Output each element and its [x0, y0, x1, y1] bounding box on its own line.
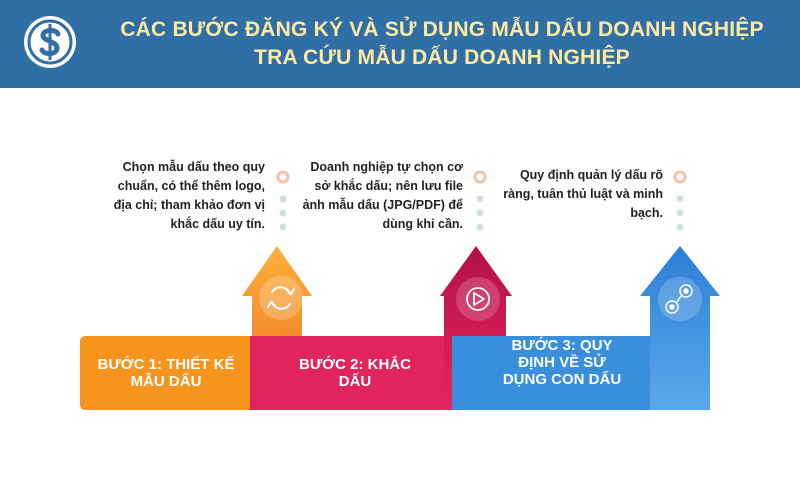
header-banner: CÁC BƯỚC ĐĂNG KÝ VÀ SỬ DỤNG MẪU DẤU DOAN… — [0, 0, 800, 88]
page-title: CÁC BƯỚC ĐĂNG KÝ VÀ SỬ DỤNG MẪU DẤU DOAN… — [120, 18, 764, 41]
step-3-description: Quy định quản lý dấu rõ ràng, tuân thủ l… — [503, 168, 663, 220]
step-2-description: Doanh nghiệp tự chọn cơ sở khắc dấu; nên… — [302, 160, 463, 231]
refresh-icon — [267, 286, 295, 310]
step-2-label: BƯỚC 2: KHẮC DẤU — [299, 356, 411, 390]
dollar-logo-icon — [24, 16, 76, 68]
step-1-label: BƯỚC 1: THIẾT KẾ MẪU DẤU — [97, 356, 235, 390]
page-subtitle: TRA CỨU MẪU DẤU DOANH NGHIỆP — [254, 46, 630, 69]
step-1-connector — [276, 170, 290, 231]
step-3-connector — [673, 170, 687, 231]
play-icon — [466, 287, 490, 311]
step-2-connector — [473, 170, 487, 231]
step-1-description: Chọn mẫu dấu theo quy chuẩn, có thể thêm… — [113, 160, 265, 231]
people-network-icon — [665, 284, 693, 314]
step-3-shape — [452, 246, 720, 410]
step-3-label: BƯỚC 3: QUY ĐỊNH VỀ SỬ DỤNG CON DẤU — [502, 337, 622, 388]
